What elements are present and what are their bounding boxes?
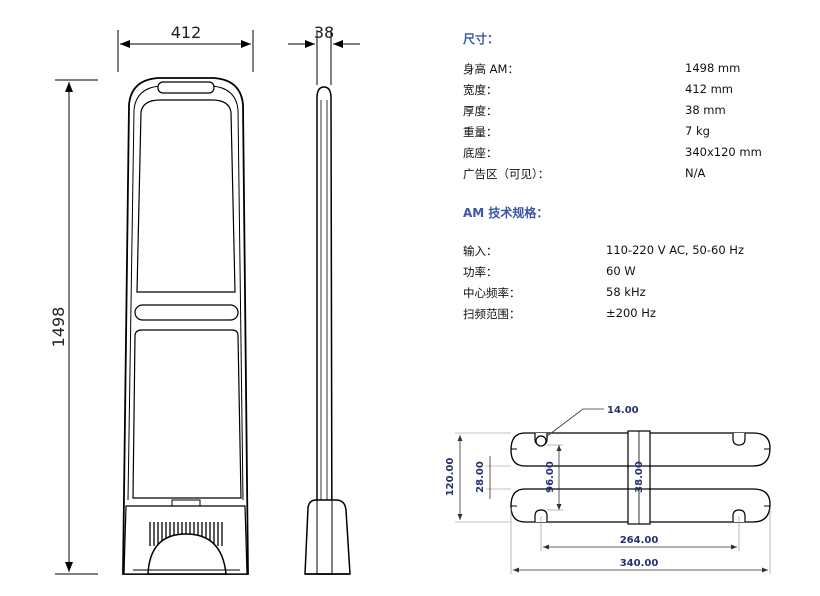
base-connector — [171, 499, 201, 507]
width-dimension: 340.00 — [620, 558, 659, 569]
mount-hole — [535, 435, 547, 447]
gap-dimension: 28.00 — [475, 461, 486, 493]
span-dimension: 264.00 — [620, 535, 659, 546]
depth-label: 38 — [314, 23, 334, 42]
top-handle-slot — [157, 81, 215, 94]
am-specs-heading: AM 技术规格： — [463, 206, 549, 220]
upper-panel — [136, 99, 236, 293]
dimension-row: 宽度：412 mm — [463, 82, 734, 97]
side-base — [304, 499, 351, 575]
center-dimension: 38.00 — [634, 461, 645, 493]
spec-row: 功率：60 W — [463, 264, 636, 279]
base-top-view: 14.00 120.00 28.00 96.00 38.00 264.00 34… — [445, 405, 771, 574]
spec-panel: 尺寸： 身高 AM：1498 mm 宽度：412 mm 厚度：38 mm 重量：… — [463, 30, 803, 327]
height-dimension: 120.00 — [445, 458, 456, 497]
height-label: 1498 — [49, 307, 68, 348]
front-view: 412 1498 — [49, 23, 254, 575]
dimensions-heading: 尺寸： — [463, 32, 500, 46]
dimension-row: 厚度：38 mm — [463, 103, 726, 118]
dimension-row: 底座：340x120 mm — [463, 145, 762, 160]
base-arch — [147, 533, 227, 575]
lower-panel — [132, 329, 242, 499]
dimension-row: 重量：7 kg — [463, 124, 710, 139]
side-view: 38 — [288, 23, 360, 575]
hole-dimension: 14.00 — [607, 405, 639, 416]
dimension-row: 身高 AM：1498 mm — [463, 61, 741, 76]
spec-row: 中心频率：58 kHz — [463, 285, 646, 300]
dimension-row: 广告区（可见）：N/A — [463, 166, 706, 181]
spec-row: 输入：110-220 V AC, 50-60 Hz — [463, 243, 744, 258]
dimensions-list: 身高 AM：1498 mm 宽度：412 mm 厚度：38 mm 重量：7 kg… — [463, 61, 803, 187]
inner-dimension: 96.00 — [545, 461, 556, 493]
middle-bar — [134, 304, 239, 321]
width-label: 412 — [171, 23, 202, 42]
am-specs-list: 输入：110-220 V AC, 50-60 Hz 功率：60 W 中心频率：5… — [463, 243, 803, 327]
spec-row: 扫频范围：±200 Hz — [463, 306, 656, 321]
